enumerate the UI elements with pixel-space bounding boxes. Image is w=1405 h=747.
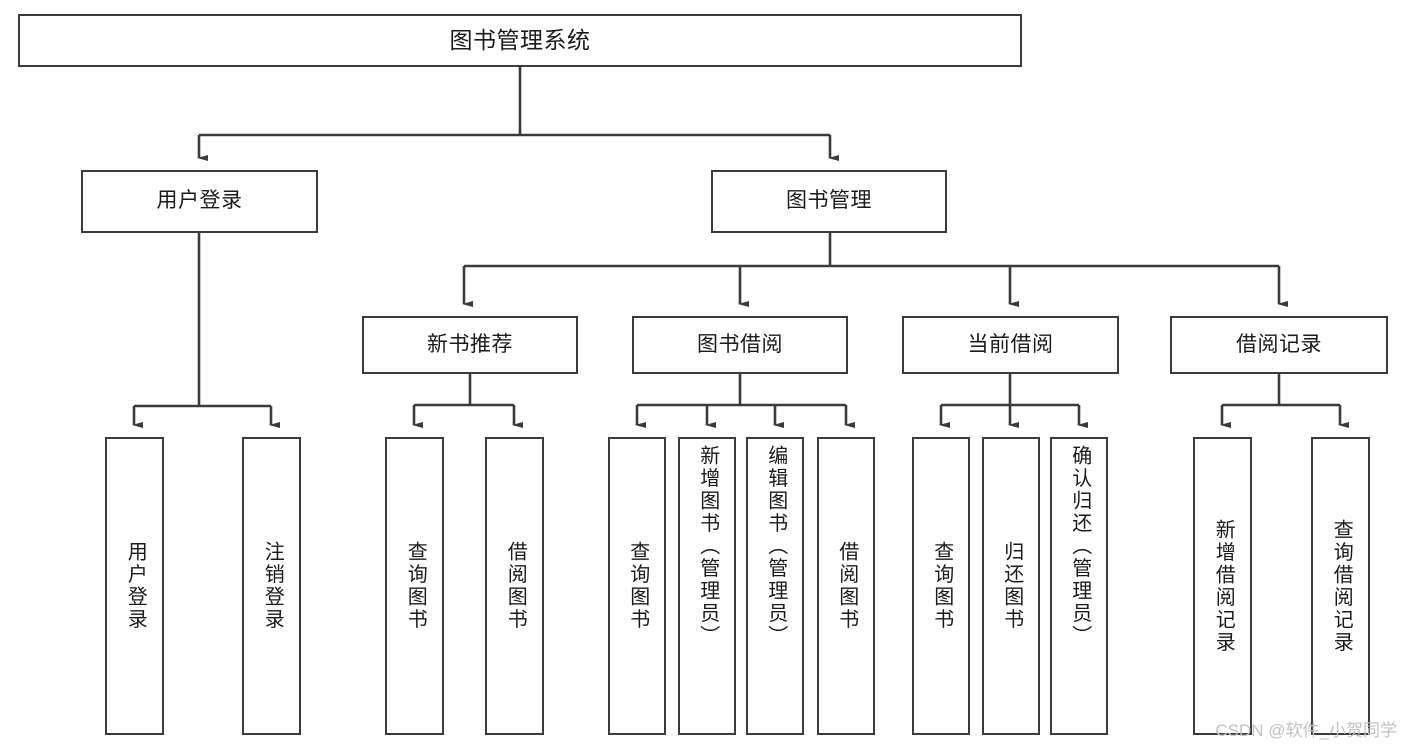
node-label: 注销登录	[261, 541, 284, 631]
node-book-borrow[interactable]: 图书借阅	[632, 316, 848, 374]
node-label: 编辑图书（管理员）	[764, 445, 787, 648]
node-leaf-user-login[interactable]: 用户登录	[105, 437, 164, 735]
node-label: 归还图书	[1000, 541, 1023, 631]
node-label: 新增借阅记录	[1212, 518, 1235, 654]
node-leaf-add-book[interactable]: 新增图书（管理员）	[678, 437, 736, 735]
node-leaf-query-book-1[interactable]: 查询图书	[385, 437, 444, 735]
node-leaf-logout[interactable]: 注销登录	[242, 437, 301, 735]
node-label: 查询图书	[930, 541, 953, 631]
node-user-login[interactable]: 用户登录	[81, 170, 318, 233]
node-leaf-borrow-book-2[interactable]: 借阅图书	[817, 437, 875, 735]
node-label: 当前借阅	[967, 332, 1054, 356]
node-label: 新书推荐	[427, 332, 513, 356]
node-leaf-confirm-return[interactable]: 确认归还（管理员）	[1050, 437, 1108, 735]
node-label: 查询借阅记录	[1330, 518, 1353, 654]
watermark-text: CSDN @软件_小贺同学	[1215, 721, 1397, 740]
node-leaf-query-record[interactable]: 查询借阅记录	[1311, 437, 1370, 735]
node-book-management[interactable]: 图书管理	[711, 170, 947, 233]
node-label: 借阅记录	[1236, 332, 1322, 356]
node-leaf-edit-book[interactable]: 编辑图书（管理员）	[746, 437, 804, 735]
node-root-system[interactable]: 图书管理系统	[18, 14, 1022, 67]
node-borrow-record[interactable]: 借阅记录	[1170, 316, 1388, 374]
node-label: 借阅图书	[504, 541, 527, 631]
node-leaf-add-record[interactable]: 新增借阅记录	[1193, 437, 1252, 735]
node-current-borrow[interactable]: 当前借阅	[902, 316, 1119, 374]
node-label: 用户登录	[156, 189, 243, 213]
node-leaf-query-book-2[interactable]: 查询图书	[608, 437, 666, 735]
node-label: 图书管理系统	[449, 26, 591, 53]
node-label: 图书管理	[786, 189, 872, 213]
node-label: 新增图书（管理员）	[696, 445, 719, 648]
node-leaf-borrow-book-1[interactable]: 借阅图书	[485, 437, 544, 735]
node-new-book-recommend[interactable]: 新书推荐	[362, 316, 578, 374]
node-label: 查询图书	[626, 541, 649, 631]
node-label: 确认归还（管理员）	[1068, 445, 1091, 648]
node-label: 用户登录	[124, 541, 147, 631]
node-leaf-query-book-3[interactable]: 查询图书	[912, 437, 970, 735]
node-leaf-return-book[interactable]: 归还图书	[982, 437, 1040, 735]
node-label: 借阅图书	[835, 541, 858, 631]
node-label: 图书借阅	[697, 332, 783, 356]
node-label: 查询图书	[404, 541, 427, 631]
